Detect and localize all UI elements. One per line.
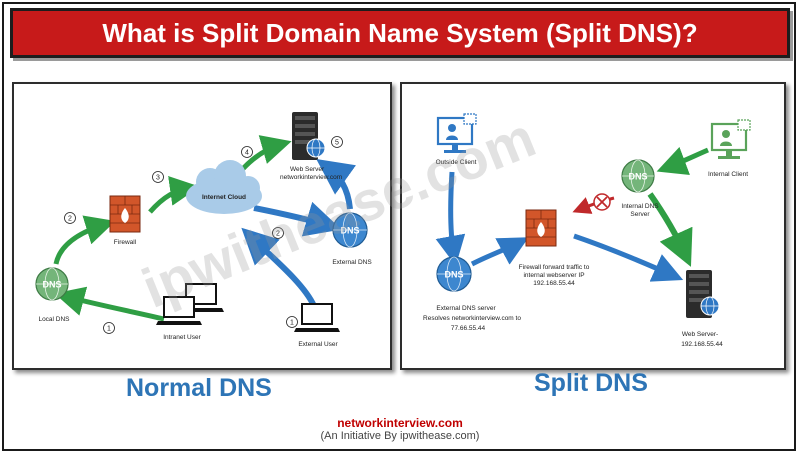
internal-dns-icon: DNS <box>621 159 655 193</box>
web-server-label: Web Server <box>290 166 325 173</box>
web-server-icon <box>292 112 326 160</box>
page-title: What is Split Domain Name System (Split … <box>102 17 698 48</box>
footer-subtitle: (An Initiative By ipwithease.com) <box>320 430 480 442</box>
step-badges: 1 2 3 4 5 1 2 <box>64 136 343 334</box>
web-server-host-label: networkinterview.com <box>280 174 342 181</box>
firewall-label-line3: 192.168.55.44 <box>533 280 575 287</box>
arrow-external-dns-to-firewall <box>470 237 529 267</box>
cloud-icon <box>186 160 262 214</box>
step-1-external-user: 1 <box>290 320 294 327</box>
external-user-label: External User <box>298 341 338 348</box>
intranet-laptops-icon <box>156 283 224 325</box>
step-2-external: 2 <box>276 231 280 238</box>
web-server-label-line2: 192.168.55.44 <box>681 341 723 348</box>
step-2-local-dns: 2 <box>68 216 72 223</box>
internal-dns-icon-text: DNS <box>628 172 647 182</box>
step-4-cloud: 4 <box>245 150 249 157</box>
firewall-label: Firewall <box>114 239 137 246</box>
web-server-label-line1: Web Server- <box>682 331 718 338</box>
step-1-intranet: 1 <box>107 326 111 333</box>
step-3-firewall: 3 <box>156 175 160 182</box>
step-5-external-dns: 5 <box>335 140 339 147</box>
external-dns-label: External DNS <box>332 259 372 266</box>
internal-dns-label-line1: Internal DNS <box>621 203 659 210</box>
external-dns-icon-text: DNS <box>444 270 463 280</box>
firewall-label-line1: Firewall forward traffic to <box>519 264 590 271</box>
normal-dns-diagram: 1 2 3 4 5 1 2 Web Server networkintervie… <box>35 112 372 348</box>
blocked-x-icon <box>593 193 611 211</box>
arrow-cloud-to-external-dns <box>253 201 342 237</box>
external-dns-icon-text: DNS <box>340 226 359 236</box>
arrow-intranet-to-local-dns <box>54 286 165 322</box>
local-dns-label: Local DNS <box>38 316 70 323</box>
split-dns-panel: Outside Client Internal Client DNS Inter… <box>400 82 786 370</box>
normal-green-arrows <box>53 135 292 322</box>
intranet-user-label: Intranet User <box>163 334 201 341</box>
arrow-outside-client-to-external-dns <box>435 171 466 266</box>
local-dns-icon: DNS <box>35 267 69 301</box>
internal-dns-label-line2: Server <box>630 211 650 218</box>
external-dns-icon: DNS <box>436 256 472 292</box>
internal-client-icon <box>710 119 751 159</box>
arrow-internal-client-to-internal-dns <box>656 146 709 176</box>
arrow-internal-dns-to-web-server <box>647 192 693 267</box>
internal-client-label: Internal Client <box>708 171 748 178</box>
firewall-icon <box>525 209 557 247</box>
firewall-label-line2: internal webserver IP <box>523 272 584 279</box>
arrow-external-dns-to-web-server <box>316 159 356 210</box>
external-laptop-icon <box>294 303 340 332</box>
outer-frame <box>2 2 796 451</box>
internet-cloud-label: Internet Cloud <box>202 194 246 201</box>
title-banner: What is Split Domain Name System (Split … <box>10 8 790 58</box>
arrow-external-user-to-cloud <box>241 227 317 308</box>
web-server-icon <box>686 270 720 318</box>
external-dns-icon: DNS <box>332 212 368 248</box>
normal-dns-panel: 1 2 3 4 5 1 2 Web Server networkintervie… <box>12 82 392 370</box>
split-dns-diagram: Outside Client Internal Client DNS Inter… <box>423 113 751 348</box>
local-dns-icon-text: DNS <box>42 280 61 290</box>
arrow-firewall-to-web-server <box>573 233 684 282</box>
external-dns-label-line2: Resolves networkinterview.com to <box>423 315 521 322</box>
external-dns-label-line3: 77.66.55.44 <box>451 325 486 332</box>
normal-dns-caption: Normal DNS <box>126 374 272 402</box>
outside-client-label: Outside Client <box>436 159 477 166</box>
normal-blue-arrows <box>241 159 356 308</box>
arrow-local-dns-to-firewall <box>53 215 116 265</box>
firewall-icon <box>109 195 141 233</box>
external-dns-label-line1: External DNS server <box>436 305 496 312</box>
split-dns-caption: Split DNS <box>534 369 648 397</box>
footer-site: networkinterview.com <box>337 416 463 430</box>
arrow-firewall-to-cloud <box>148 175 200 214</box>
outside-client-icon <box>436 113 477 153</box>
